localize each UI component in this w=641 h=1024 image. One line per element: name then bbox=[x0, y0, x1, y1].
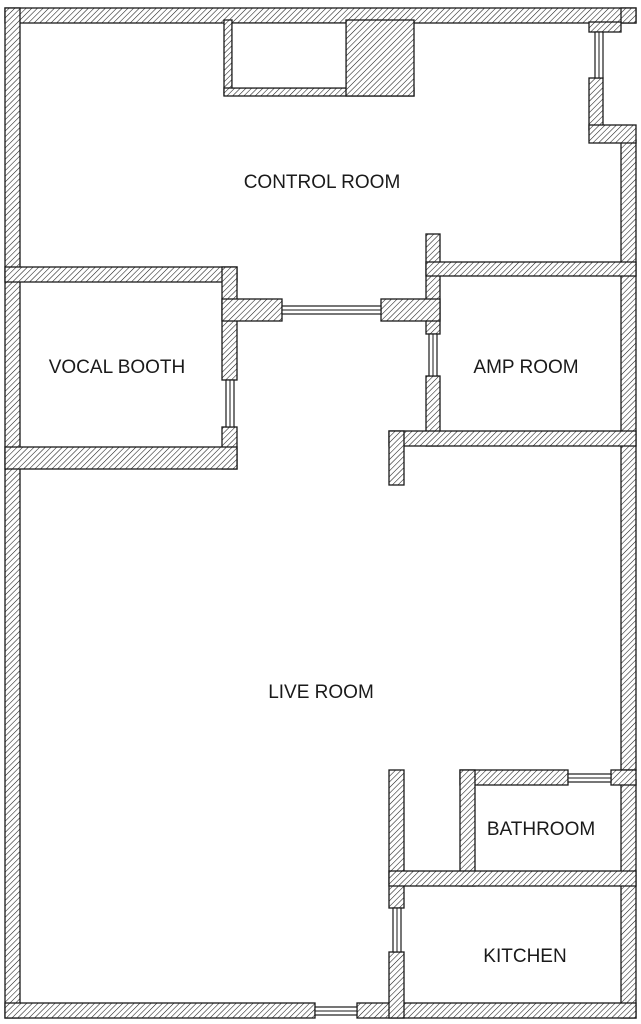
vocal-booth-bottom-wall bbox=[4, 446, 238, 470]
live-room-label: LIVE ROOM bbox=[268, 682, 374, 703]
east-wall-lower bbox=[620, 779, 637, 1019]
exterior-walls bbox=[4, 7, 637, 1019]
bathroom-top-wall bbox=[459, 769, 569, 786]
amp-room-corner-stub bbox=[388, 430, 405, 486]
kitchen-west-lower bbox=[388, 951, 405, 1019]
amp-room-bottom-wall bbox=[388, 430, 637, 447]
east-wall-mid bbox=[620, 139, 637, 771]
vocal-booth-window-stub bbox=[221, 298, 283, 322]
vocal-booth-label: VOCAL BOOTH bbox=[49, 357, 186, 378]
service-walls bbox=[388, 769, 637, 1019]
control-booth-window bbox=[281, 305, 382, 315]
amp-room-top-wall bbox=[425, 261, 637, 277]
south-door-window bbox=[314, 1006, 358, 1016]
control-room-label: CONTROL ROOM bbox=[244, 172, 401, 193]
east-nook-ledge bbox=[588, 124, 637, 144]
kitchen-west-upper bbox=[388, 769, 405, 909]
vocal-booth-window bbox=[225, 379, 235, 428]
room-labels: CONTROL ROOM VOCAL BOOTH AMP ROOM LIVE R… bbox=[49, 172, 595, 967]
control-room-walls bbox=[223, 19, 637, 144]
east-nook-top bbox=[588, 21, 622, 33]
console-window bbox=[231, 22, 347, 89]
bathroom-top-stub bbox=[610, 769, 637, 786]
kitchen-top-wall bbox=[388, 870, 637, 887]
amp-room-label: AMP ROOM bbox=[473, 357, 578, 378]
bathroom-label: BATHROOM bbox=[487, 819, 595, 840]
amp-room-window-stub bbox=[380, 298, 441, 322]
kitchen-door-window bbox=[392, 907, 402, 953]
bathroom-window bbox=[567, 773, 612, 783]
north-wall bbox=[4, 7, 637, 24]
kitchen-label: KITCHEN bbox=[483, 946, 566, 967]
east-window-top bbox=[594, 31, 604, 79]
west-wall bbox=[4, 7, 21, 1019]
console-block bbox=[345, 19, 415, 97]
vocal-booth-top-wall bbox=[4, 266, 238, 283]
amp-room-walls bbox=[380, 233, 637, 486]
south-wall-left bbox=[4, 1002, 316, 1019]
console-frame-left bbox=[223, 19, 233, 96]
vocal-booth-east-upper bbox=[221, 266, 238, 381]
windows bbox=[225, 22, 612, 1016]
vocal-booth-walls bbox=[4, 266, 283, 470]
bathroom-west-wall bbox=[459, 769, 476, 887]
east-nook-pillar bbox=[588, 77, 604, 131]
east-wall-upper bbox=[620, 7, 637, 24]
amp-room-window bbox=[428, 333, 438, 377]
